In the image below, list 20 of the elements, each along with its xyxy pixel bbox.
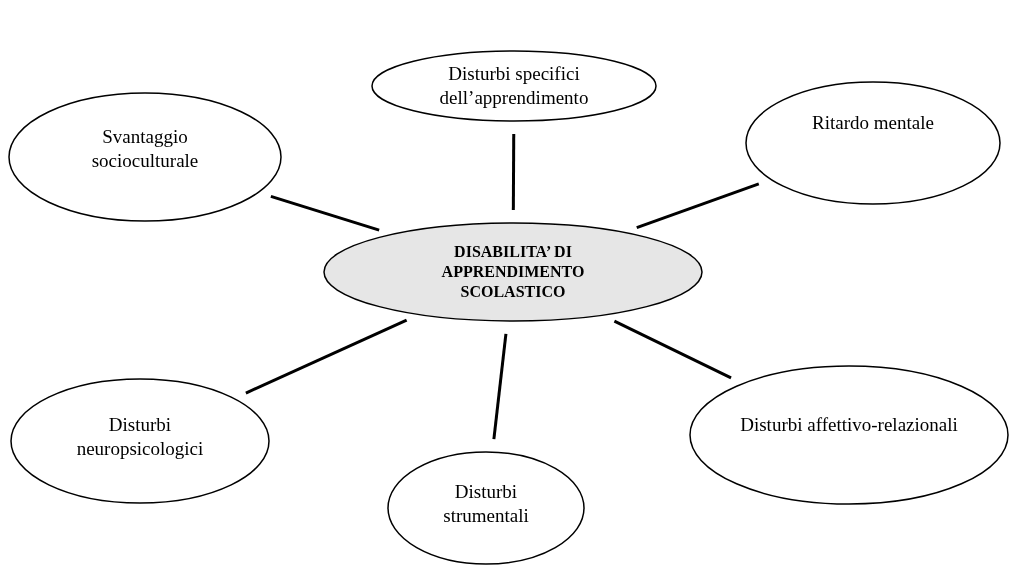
node-label: Ritardo mentale xyxy=(812,111,934,135)
ellipse-node xyxy=(10,378,270,504)
node-label: Disturbi specifici dell’apprendimento xyxy=(438,62,590,110)
connector-line xyxy=(511,134,516,210)
node-label: Svantaggio socioculturale xyxy=(90,125,200,173)
node-label: Disturbi neuropsicologici xyxy=(75,413,205,461)
ellipse-node xyxy=(8,92,282,222)
node-label: Disturbi affettivo-relazionali xyxy=(740,413,958,437)
ellipse-node xyxy=(323,222,703,322)
ellipse-node xyxy=(387,451,585,565)
node-label: DISABILITA’ DI APPRENDIMENTO SCOLASTICO xyxy=(440,242,586,302)
node-label: Disturbi strumentali xyxy=(442,480,530,528)
connector-line xyxy=(636,182,760,230)
ellipse-node xyxy=(745,81,1001,205)
connector-line xyxy=(270,194,380,232)
connector-line xyxy=(613,319,732,380)
connector-line xyxy=(492,333,508,440)
ellipse-node xyxy=(371,50,657,122)
ellipse-node xyxy=(689,365,1009,505)
connector-line xyxy=(245,318,408,395)
